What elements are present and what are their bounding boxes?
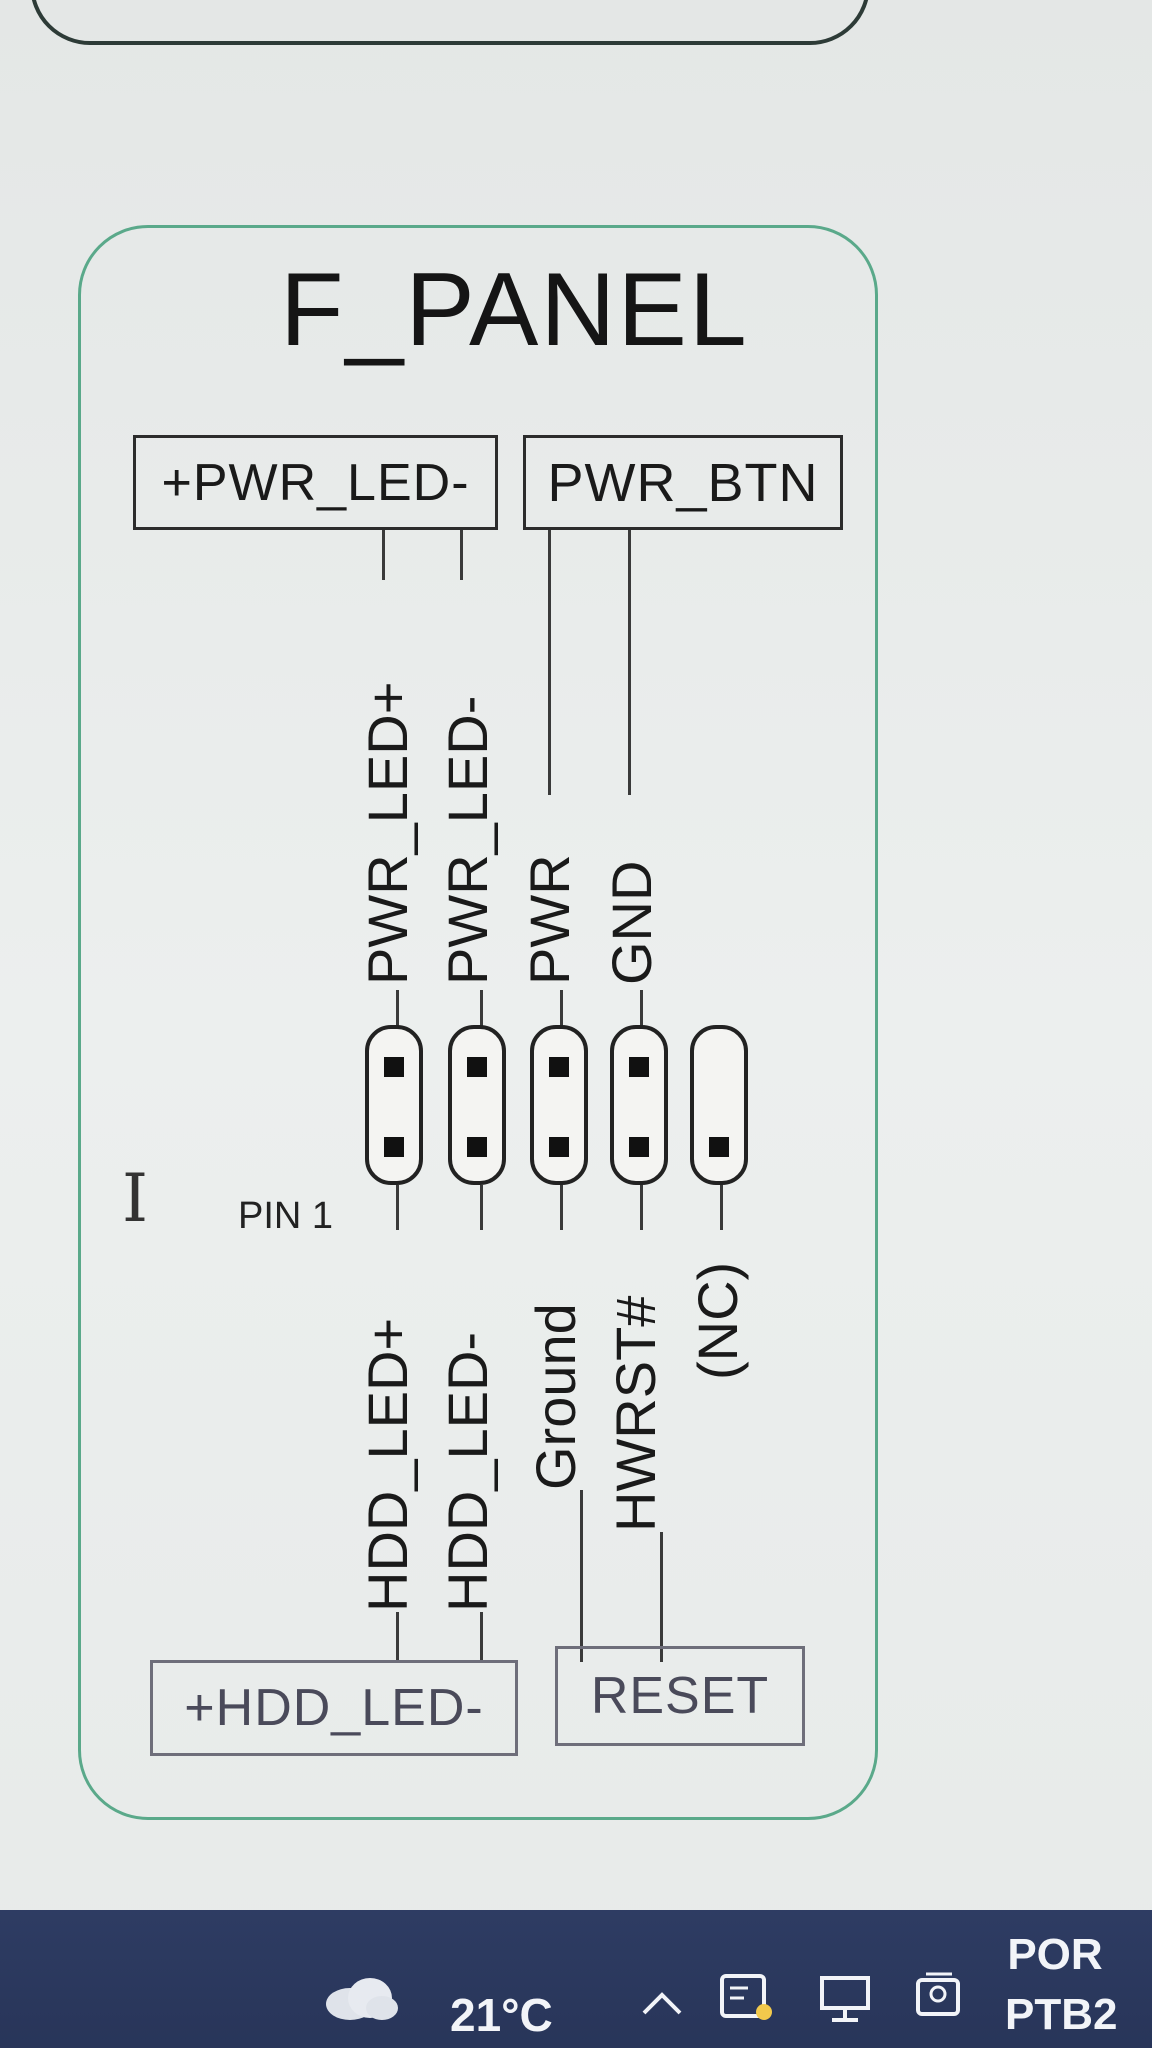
- pin-label-pwr-led-minus: PWR_LED-: [436, 695, 499, 985]
- pwr-btn-box: PWR_BTN: [523, 435, 843, 530]
- text-cursor-icon: I: [122, 1160, 149, 1237]
- pin-pair-2: [448, 1025, 506, 1185]
- pwr-led-plus-connector: [396, 990, 399, 1028]
- pwr-led-box-label: +PWR_LED-: [161, 453, 470, 512]
- pin-pair-1: [365, 1025, 423, 1185]
- pin-label-pwr-led-plus: PWR_LED+: [356, 681, 419, 985]
- chevron-up-icon[interactable]: [640, 1980, 684, 2030]
- pwr-led-box: +PWR_LED-: [133, 435, 498, 530]
- f-panel-diagram: [78, 225, 878, 1820]
- notepad-icon[interactable]: [718, 1970, 778, 2027]
- ground-line-bottom: [580, 1490, 583, 1662]
- hdd-led-box: +HDD_LED-: [150, 1660, 518, 1756]
- reset-box: RESET: [555, 1646, 805, 1746]
- hdd-led-plus-line-bottom: [396, 1612, 399, 1662]
- pin-pair-4: [610, 1025, 668, 1185]
- reset-box-label: RESET: [590, 1667, 770, 1725]
- pwr-led-minus-line-top: [460, 530, 463, 580]
- meet-icon[interactable]: [912, 1966, 972, 2027]
- diagram-title: F_PANEL: [280, 252, 749, 368]
- language-code: POR: [1007, 1930, 1103, 1979]
- taskbar: 21°C POR: [0, 1910, 1152, 2048]
- pin-bottom-1: [384, 1137, 404, 1157]
- pin-top-1: [384, 1057, 404, 1077]
- hwrst-connector: [640, 1185, 643, 1230]
- pin-bottom-3: [549, 1137, 569, 1157]
- pin-label-nc: (NC): [686, 1261, 749, 1380]
- pin-pair-5: [690, 1025, 748, 1185]
- network-icon[interactable]: [818, 1974, 878, 2029]
- pwr-led-plus-line-top: [382, 530, 385, 580]
- pin-label-ground: Ground: [524, 1303, 587, 1490]
- pin-label-gnd: GND: [600, 860, 663, 985]
- gnd-connector: [640, 990, 643, 1028]
- language-indicator[interactable]: POR PTB2: [1005, 1928, 1118, 2044]
- pwr-line-top: [548, 530, 551, 795]
- pin-pair-3: [530, 1025, 588, 1185]
- pin-bottom-5: [709, 1137, 729, 1157]
- pin-bottom-2: [467, 1137, 487, 1157]
- cloud-icon[interactable]: [320, 1972, 400, 2022]
- previous-panel-edge: [30, 0, 870, 45]
- hdd-led-minus-connector: [480, 1185, 483, 1230]
- pin-top-3: [549, 1057, 569, 1077]
- pin-top-4: [629, 1057, 649, 1077]
- pin-label-hdd-led-plus: HDD_LED+: [356, 1317, 419, 1612]
- pin-label-hdd-led-minus: HDD_LED-: [436, 1331, 499, 1612]
- pwr-btn-box-label: PWR_BTN: [547, 452, 819, 513]
- pwr-led-minus-connector: [480, 990, 483, 1028]
- hdd-led-box-label: +HDD_LED-: [184, 1679, 484, 1737]
- pin1-label: PIN 1: [238, 1195, 334, 1237]
- pwr-connector: [560, 990, 563, 1028]
- pin-top-2: [467, 1057, 487, 1077]
- temperature[interactable]: 21°C: [450, 1989, 553, 2041]
- hdd-led-minus-line-bottom: [480, 1612, 483, 1662]
- pin-label-hwrst: HWRST#: [604, 1295, 667, 1532]
- hwrst-line-bottom: [660, 1532, 663, 1662]
- pin-label-pwr: PWR: [518, 854, 581, 985]
- keyboard-layout: PTB2: [1005, 1990, 1118, 2039]
- hdd-led-plus-connector: [396, 1185, 399, 1230]
- ground-connector: [560, 1185, 563, 1230]
- pin-bottom-4: [629, 1137, 649, 1157]
- gnd-line-top: [628, 530, 631, 795]
- nc-connector: [720, 1185, 723, 1230]
